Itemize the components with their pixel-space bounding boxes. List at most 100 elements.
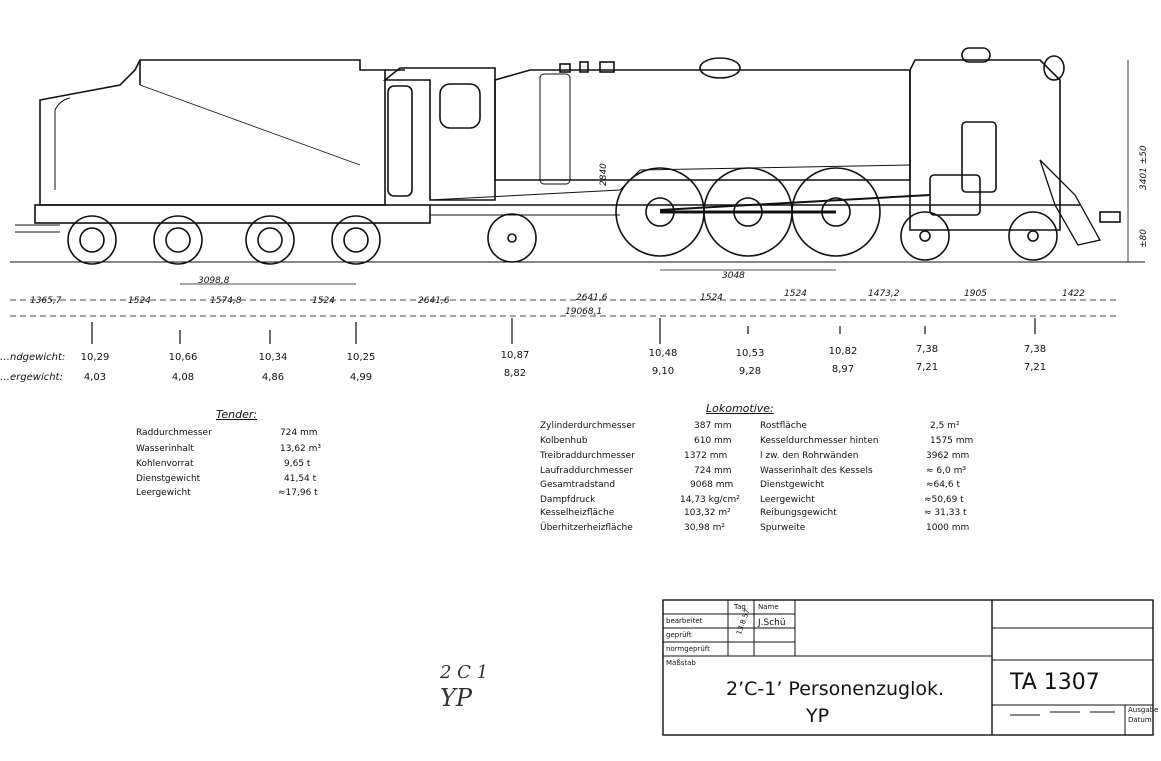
- loco-left-label: Überhitzerheizfläche: [540, 523, 633, 533]
- tb-subtitle: YP: [806, 705, 830, 727]
- handwritten-note: 2 C 1: [440, 662, 489, 683]
- loco-right-value: 1000 mm: [926, 523, 970, 533]
- dim-bottom-0: 1365,7: [30, 296, 62, 306]
- tb-col-name: Name: [758, 603, 779, 611]
- tb-ausgabe: Ausgabe: [1128, 706, 1159, 714]
- axle-load-2-9: 7,21: [1023, 362, 1047, 373]
- axle-load-2-8: 7,21: [915, 362, 939, 373]
- tb-title: 2’C-1’ Personenzuglok.: [726, 678, 945, 700]
- axle-load-2-4: 8,82: [503, 368, 527, 379]
- loco-left-label: Laufraddurchmesser: [540, 466, 633, 476]
- axle-load-2-7: 8,97: [831, 364, 855, 375]
- handwritten-note: YP: [440, 684, 472, 712]
- axle-load-1-6: 10,53: [735, 348, 765, 359]
- tb-row-massstab: Maßstab: [666, 659, 696, 667]
- axle-load-2-0: 4,03: [83, 372, 107, 383]
- cylinder: [929, 174, 981, 216]
- tender-label: Wasserinhalt: [136, 444, 194, 454]
- dim-bottom-8: 1473,2: [868, 289, 900, 299]
- dim-boiler-height: 3401 ±50: [1139, 145, 1149, 190]
- loco-left-value: 103,32 m²: [684, 508, 731, 518]
- axle-row2-label: …ergewicht:: [0, 372, 63, 383]
- loco-left-label: Dampfdruck: [540, 495, 596, 505]
- axle-load-1-7: 10,82: [828, 346, 858, 357]
- leading-wheels: [900, 211, 1058, 261]
- loco-left-value: 14,73 kg/cm²: [680, 495, 740, 505]
- driving-wheels: [615, 167, 881, 257]
- axle-load-1-0: 10,29: [80, 352, 110, 363]
- dim-bottom-4: 2641,6: [418, 296, 450, 306]
- loco-left-value: 610 mm: [694, 436, 732, 446]
- loco-right-label: Reibungsgewicht: [760, 508, 837, 518]
- axle-load-1-4: 10,87: [500, 350, 530, 361]
- dim-side-small: ±80: [1139, 229, 1149, 248]
- loco-left-value: 30,98 m²: [684, 523, 726, 533]
- axle-load-1-8: 7,38: [915, 344, 939, 355]
- axle-load-2-2: 4,86: [261, 372, 285, 383]
- tender-frame: [34, 204, 431, 224]
- axle-load-1-9: 7,38: [1023, 344, 1047, 355]
- trailing-wheel: [487, 213, 537, 263]
- lokomotive-heading: Lokomotive:: [706, 402, 774, 415]
- tender-label: Raddurchmesser: [136, 428, 212, 438]
- dim-total: 19068,1: [565, 307, 602, 317]
- dim-bottom-3: 1524: [312, 296, 335, 306]
- dim-coupled-base: 3048: [722, 271, 745, 281]
- dim-bottom-9: 1905: [964, 289, 987, 299]
- tender-body: [39, 59, 386, 206]
- dim-wheel-label: 2840: [599, 163, 609, 186]
- axle-load-2-5: 9,10: [651, 366, 675, 377]
- loco-right-value: ≈50,69 t: [924, 495, 964, 505]
- tender-label: Dienstgewicht: [136, 474, 201, 484]
- loco-right-value: 2,5 m²: [930, 421, 960, 431]
- tb-row-geprueft: geprüft: [666, 631, 692, 639]
- loco-right-label: Kesseldurchmesser hinten: [760, 436, 879, 446]
- boiler: [494, 69, 911, 181]
- axle-load-2-6: 9,28: [738, 366, 762, 377]
- smokebox: [909, 59, 1061, 231]
- tb-row-normgeprueft: normgeprüft: [666, 645, 710, 653]
- axle-load-2-1: 4,08: [171, 372, 195, 383]
- tb-col-tag: Tag: [734, 603, 746, 611]
- axle-load-1-3: 10,25: [346, 352, 376, 363]
- loco-right-value: 3962 mm: [926, 451, 970, 461]
- loco-left-label: Gesamtradstand: [540, 480, 616, 490]
- loco-left-label: Treibraddurchmesser: [540, 451, 635, 461]
- loco-right-label: Wasserinhalt des Kessels: [760, 466, 873, 476]
- axle-load-1-2: 10,34: [258, 352, 288, 363]
- tb-drawing-number: TA 1307: [1010, 670, 1100, 695]
- loco-right-value: ≈ 31,33 t: [924, 508, 967, 518]
- loco-left-value: 1372 mm: [684, 451, 728, 461]
- loco-right-value: ≈64,6 t: [926, 480, 960, 490]
- cab: [382, 67, 496, 201]
- tender-value: 41,54 t: [284, 474, 317, 484]
- dim-tender-bogie: 3098,8: [198, 276, 230, 286]
- dim-bottom-6: 1524: [700, 293, 723, 303]
- loco-right-value: ≈ 6,0 m³: [926, 466, 966, 476]
- loco-left-label: Kolbenhub: [540, 436, 588, 446]
- loco-left-value: 724 mm: [694, 466, 732, 476]
- loco-right-label: Rostfläche: [760, 421, 807, 431]
- tender-value: 13,62 m³: [280, 444, 322, 454]
- loco-right-label: l zw. den Rohrwänden: [760, 451, 859, 461]
- loco-left-label: Zylinderdurchmesser: [540, 421, 636, 431]
- dim-bottom-7: 1524: [784, 289, 807, 299]
- dim-bottom-10: 1422: [1062, 289, 1085, 299]
- loco-left-label: Kesselheizfläche: [540, 508, 615, 518]
- loco-right-label: Leergewicht: [760, 495, 815, 505]
- axle-row1-label: …ndgewicht:: [0, 352, 66, 363]
- loco-right-value: 1575 mm: [930, 436, 974, 446]
- axle-load-1-5: 10,48: [648, 348, 678, 359]
- axle-load-2-3: 4,99: [349, 372, 373, 383]
- tender-label: Leergewicht: [136, 488, 191, 498]
- axle-load-1-1: 10,66: [168, 352, 198, 363]
- loco-right-label: Spurweite: [760, 523, 806, 533]
- tender-heading: Tender:: [216, 408, 258, 421]
- loco-left-value: 9068 mm: [690, 480, 734, 490]
- tender-value: ≈17,96 t: [278, 488, 318, 498]
- dim-bottom-5: 2641,6: [576, 293, 608, 303]
- tender-value: 9,65 t: [284, 459, 311, 469]
- tender-value: 724 mm: [280, 428, 318, 438]
- loco-right-label: Dienstgewicht: [760, 480, 825, 490]
